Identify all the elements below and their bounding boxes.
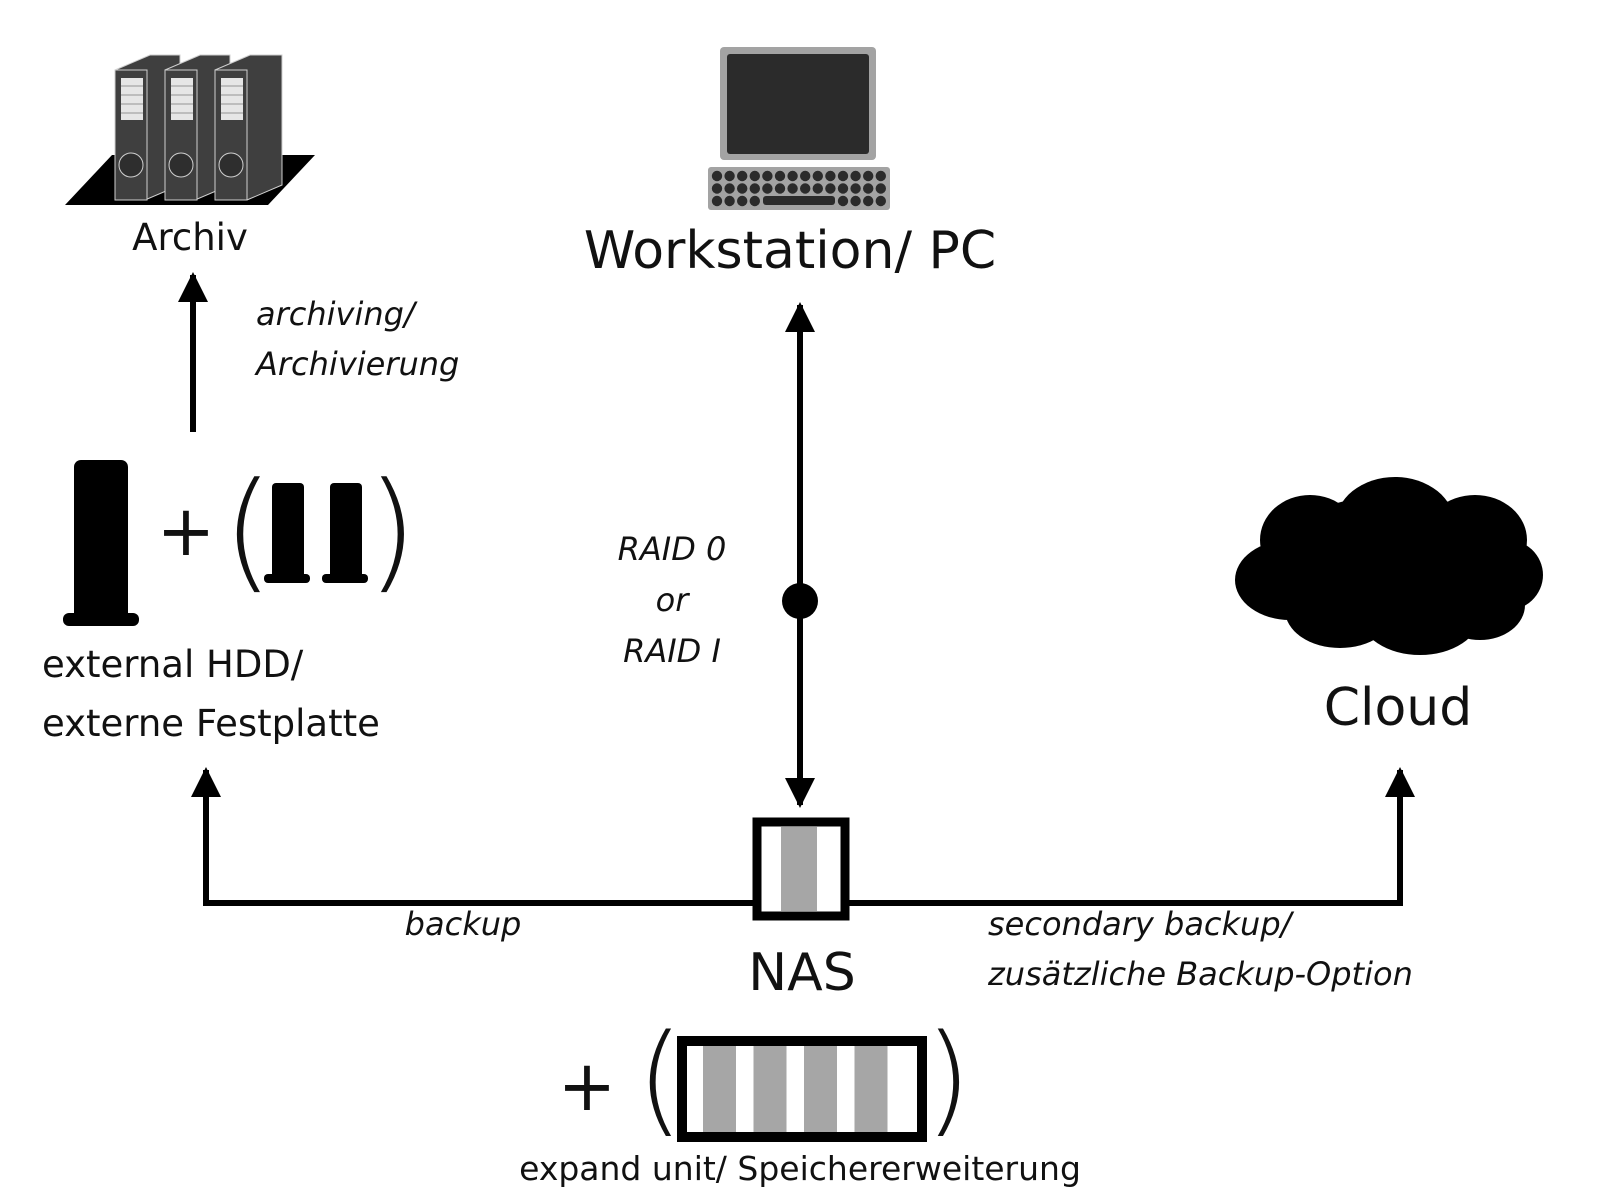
- backup-label: backup: [405, 905, 522, 943]
- keyboard-key: [774, 183, 786, 194]
- keyboard-key: [812, 183, 823, 194]
- raid-label-line3: RAID I: [623, 632, 721, 670]
- keyboard-key: [762, 170, 773, 182]
- drive-bay: [804, 1046, 837, 1132]
- secondary-label-line2: zusätzliche Backup-Option: [987, 955, 1413, 993]
- keyboard-key: [724, 183, 735, 194]
- keyboard-key: [762, 183, 773, 194]
- nas-label: NAS: [748, 943, 855, 1003]
- raid-junction-dot: [782, 583, 818, 619]
- secondary-label-line1: secondary backup/: [988, 905, 1295, 943]
- raid-label-line1: RAID 0: [618, 530, 727, 568]
- keyboard-key: [737, 183, 748, 194]
- expansion-unit-icon: [677, 1036, 927, 1142]
- keyboard-key: [850, 183, 861, 194]
- keyboard-key: [837, 183, 849, 194]
- keyboard-key: [711, 195, 723, 207]
- keyboard-key: [837, 170, 849, 182]
- keyboard-key: [724, 195, 735, 207]
- keyboard-key: [800, 183, 811, 194]
- keyboard-key: [825, 170, 836, 182]
- backup-arrow: [191, 767, 753, 906]
- hdd-label-line1: external HDD/: [42, 643, 304, 686]
- secondary-backup-arrow: [848, 767, 1415, 906]
- drive-bay: [753, 1046, 787, 1132]
- keyboard-key: [787, 170, 798, 182]
- hdd-plus-sign: +: [157, 490, 216, 572]
- hdd-paren-close: ): [367, 454, 418, 606]
- cloud-label: Cloud: [1324, 678, 1473, 738]
- keyboard-key: [850, 195, 861, 207]
- expand-plus-sign: +: [558, 1045, 617, 1127]
- workstation-label: Workstation/ PC: [584, 221, 996, 281]
- keyboard-key: [863, 183, 874, 194]
- raid-label-line2: or: [656, 581, 691, 619]
- drive-bay: [703, 1046, 736, 1132]
- archive-label: Archiv: [132, 216, 248, 259]
- keyboard-key: [749, 195, 760, 207]
- keyboard-key: [875, 170, 886, 182]
- expand-paren-close: ): [925, 1010, 972, 1149]
- hdd-icon: [63, 460, 139, 626]
- archiving-label-line1: archiving/: [256, 295, 418, 333]
- keyboard-key: [737, 195, 748, 207]
- keyboard-key: [787, 183, 798, 194]
- keyboard-key: [875, 195, 886, 207]
- drive-bay: [854, 1046, 888, 1132]
- nas-icon: [752, 817, 850, 921]
- hdd-paren-open: (: [223, 454, 274, 606]
- expand-unit-label: expand unit/ Speichererweiterung: [519, 1149, 1081, 1188]
- keyboard-key: [825, 183, 836, 194]
- keyboard-key: [800, 170, 811, 182]
- keyboard-key: [850, 170, 861, 182]
- keyboard-key: [774, 170, 786, 182]
- expand-paren-open: (: [637, 1010, 684, 1149]
- archiving-label-line2: Archivierung: [254, 345, 459, 383]
- hdd-label-line2: externe Festplatte: [42, 702, 380, 745]
- keyboard-key: [749, 183, 760, 194]
- cloud-icon: [1235, 477, 1543, 655]
- keyboard-key: [711, 170, 723, 182]
- keyboard-key: [837, 195, 849, 207]
- keyboard-key: [863, 195, 874, 207]
- keyboard-key: [749, 170, 760, 182]
- keyboard-spacebar: [763, 196, 835, 205]
- computer-icon: [708, 47, 890, 210]
- keyboard-key: [724, 170, 735, 182]
- keyboard-key: [711, 183, 723, 194]
- keyboard-key: [737, 170, 748, 182]
- keyboard-key: [812, 170, 823, 182]
- binder-archive-icon: [65, 54, 315, 205]
- keyboard-key: [875, 183, 886, 194]
- keyboard-key: [863, 170, 874, 182]
- hdd-optional-icon: [264, 483, 368, 583]
